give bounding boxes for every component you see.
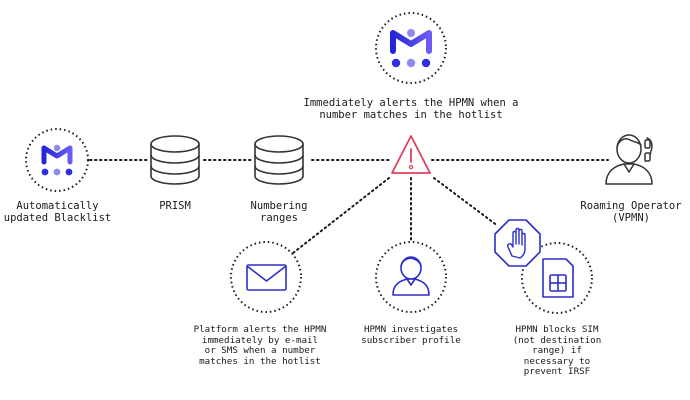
stop-hand-icon <box>494 219 541 267</box>
connector-alert-block <box>433 177 499 227</box>
operator-headset-icon <box>605 134 653 185</box>
prism-database-icon <box>150 135 200 185</box>
email-node <box>230 241 302 313</box>
sim-card-icon <box>542 258 574 298</box>
connector-alert-email <box>292 177 390 254</box>
brand-logo-icon <box>390 29 432 68</box>
blacklist-label: Automatically updated Blacklist <box>3 200 112 225</box>
numbering-database-icon <box>254 135 304 185</box>
email-sms-label: Platform alerts the HPMN immediately by … <box>193 324 327 367</box>
prism-label: PRISM <box>159 200 191 212</box>
top-node-label: Immediately alerts the HPMN when a numbe… <box>303 97 519 122</box>
blacklist-node <box>25 128 89 192</box>
alert-warning-icon <box>391 135 431 174</box>
brand-logo-icon <box>41 144 73 176</box>
top-brand-node <box>375 12 447 84</box>
envelope-icon <box>246 264 287 291</box>
investigate-label: HPMN investigates subscriber profile <box>361 324 461 346</box>
operator-label: Roaming Operator (VPMN) <box>580 200 682 225</box>
block-sim-label: HPMN blocks SIM (not destination range) … <box>512 324 602 378</box>
block-sim-node <box>494 219 593 314</box>
subscriber-profile-icon <box>392 256 430 296</box>
investigate-node <box>375 241 447 313</box>
numbering-label: Numbering ranges <box>250 200 308 225</box>
